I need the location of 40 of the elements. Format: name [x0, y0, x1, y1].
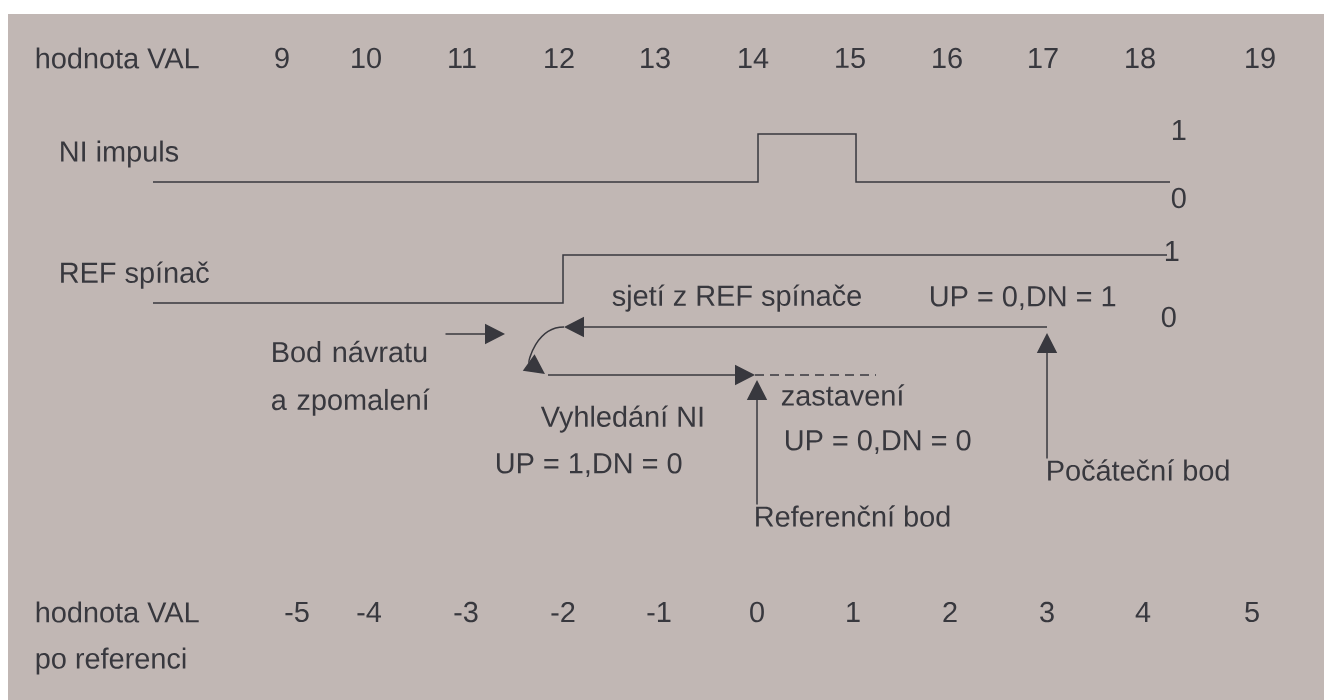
label-text: -5: [285, 601, 309, 623]
label-text: 18: [1126, 47, 1155, 69]
point-label: Počáteční bod: [1048, 459, 1229, 481]
label-text: 10: [352, 47, 381, 69]
label-text: 19: [1246, 47, 1275, 69]
label-text: UP = 1,DN = 0: [497, 453, 682, 477]
label-text: 13: [641, 47, 670, 69]
label-text: UP = 0,DN = 0: [786, 430, 971, 454]
label-text: -4: [357, 602, 381, 622]
label-text: UP = 0,DN = 1: [931, 286, 1116, 310]
label-text: 16: [933, 47, 962, 69]
label-text: 1: [847, 602, 860, 622]
label-text: 1: [1165, 241, 1179, 261]
label-text: NI impuls: [61, 140, 179, 168]
label-text: REF spínač: [61, 261, 209, 289]
point-label: Referenční bod: [756, 505, 950, 527]
label-text: 0: [1161, 306, 1176, 328]
label-text: 15: [836, 47, 865, 69]
label-text: hodnota VAL: [36, 601, 199, 623]
label-text: 4: [1135, 602, 1151, 622]
label-text: -2: [551, 601, 575, 623]
label-text: zastavení: [781, 384, 905, 406]
label-text: 9: [275, 47, 289, 69]
label-text: 3: [1040, 601, 1054, 623]
label-text: 1: [1172, 120, 1186, 140]
label-text: hodnota VAL: [36, 47, 199, 69]
label-text: 5: [1245, 601, 1259, 623]
label-text: 17: [1029, 48, 1058, 68]
point-label: Bod návratu a zpomalení: [272, 340, 430, 416]
label-text: Vyhledání NI: [540, 405, 703, 433]
label-text: sjetí z REF spínače: [612, 284, 861, 312]
label-text: -1: [647, 602, 671, 622]
label-text: 14: [739, 48, 769, 68]
label-text: 11: [449, 48, 476, 68]
label-text: -3: [454, 601, 478, 623]
label-text: 0: [750, 601, 764, 623]
label-text: 0: [1171, 187, 1186, 209]
label-text: 2: [943, 601, 957, 623]
label-text: po referenci: [36, 647, 186, 675]
label-text: 12: [545, 47, 574, 69]
